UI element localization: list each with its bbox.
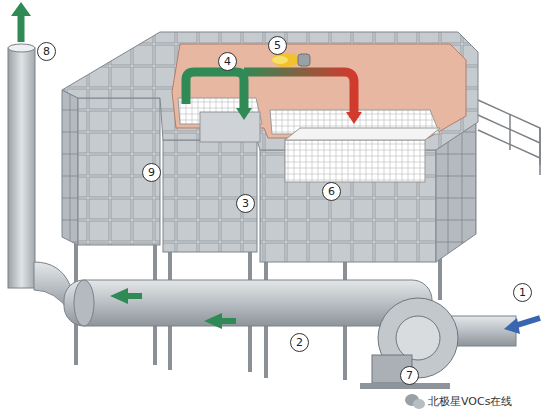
callout-number: 8 [37, 42, 56, 61]
callout-number: 4 [218, 52, 237, 71]
callout-number: 7 [400, 366, 419, 385]
callout-number: 1 [513, 283, 532, 302]
callout-number: 9 [142, 163, 161, 182]
callout-number: 6 [322, 182, 341, 201]
callout-number: 5 [268, 36, 287, 55]
watermark: 北极星VOCs在线 [426, 394, 514, 409]
callout-number: 3 [236, 194, 255, 213]
callout-number: 2 [290, 333, 309, 352]
